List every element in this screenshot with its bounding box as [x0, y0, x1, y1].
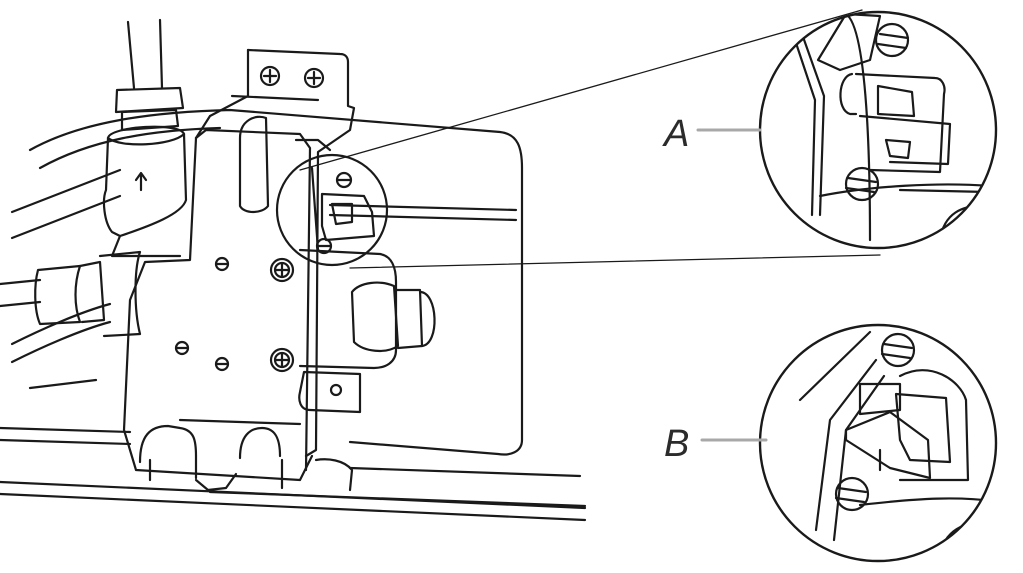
inlet-pipe: [0, 250, 142, 338]
callout-circle-b: [758, 323, 998, 563]
supply-pipe: [102, 18, 188, 258]
callout-circle-a: [758, 10, 998, 250]
valve-body: [298, 248, 436, 414]
up-arrow-icon: [134, 171, 148, 192]
housing: [10, 108, 524, 456]
slotted-screw-icon: [834, 332, 916, 512]
phillips-screw-icon: [259, 65, 325, 373]
base-rails: [0, 426, 587, 522]
callout-label-a: A: [662, 113, 689, 155]
zoom-connector: [299, 9, 881, 269]
callout-label-b: B: [664, 423, 689, 465]
mounting-bracket: [122, 48, 356, 492]
detail-region: [275, 153, 389, 267]
leader-lines: [696, 128, 768, 442]
slotted-screw-icon: [844, 22, 910, 202]
